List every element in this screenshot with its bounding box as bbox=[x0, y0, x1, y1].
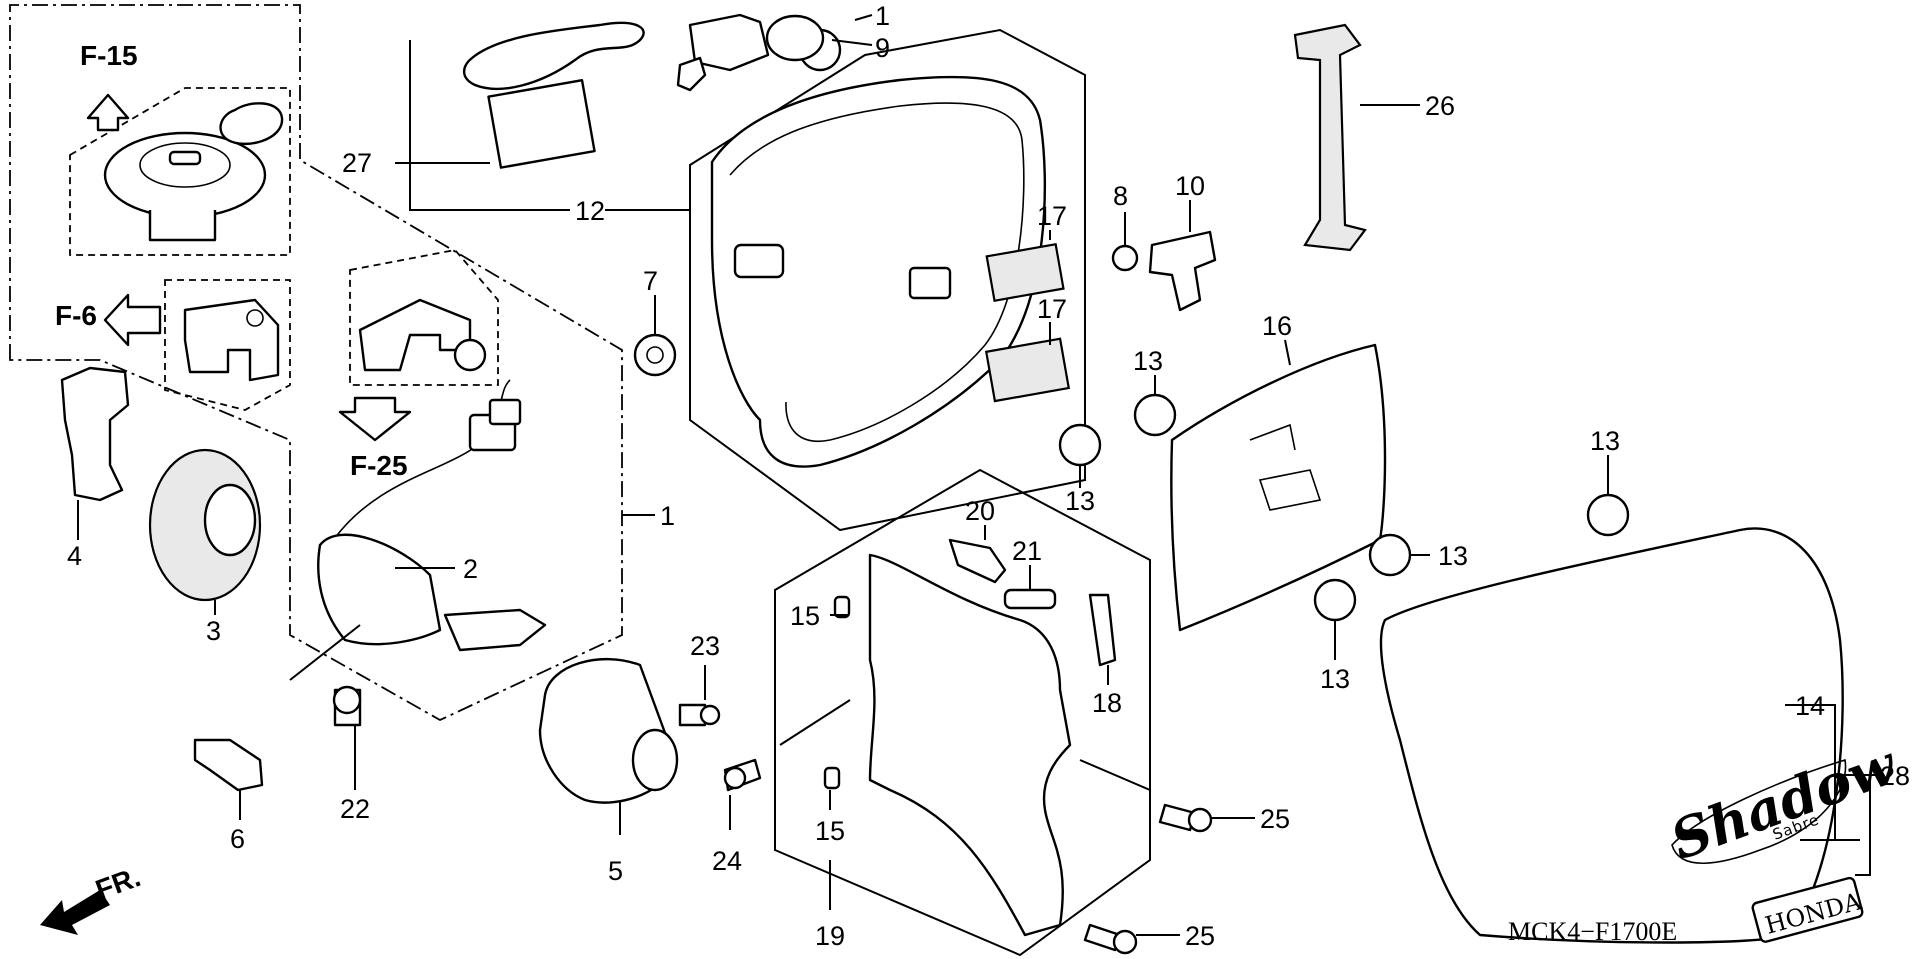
bolt-part-24 bbox=[723, 758, 762, 792]
grommet-part-13a bbox=[1133, 393, 1177, 437]
grommet-part-13d bbox=[1368, 533, 1412, 577]
emblem-outline-shadow bbox=[1671, 758, 1847, 864]
callout-22: 22 bbox=[340, 794, 370, 824]
f25-detail-outline bbox=[349, 249, 499, 386]
leader-lines bbox=[77, 14, 1875, 936]
grommet-part-13e bbox=[1313, 578, 1357, 622]
cylinder-part-5 bbox=[538, 657, 679, 804]
switch-cover-illustration bbox=[183, 298, 280, 382]
callout-13e: 13 bbox=[1320, 664, 1350, 694]
callout-7: 7 bbox=[643, 266, 658, 296]
bracket-part-20 bbox=[948, 538, 1007, 584]
tray-part-19 bbox=[868, 553, 1072, 937]
sheet-part-16 bbox=[1170, 343, 1387, 632]
bolt-part-23 bbox=[678, 703, 721, 727]
side-cover-part-14 bbox=[1379, 527, 1844, 944]
callout-1-mid: 1 bbox=[660, 501, 675, 531]
rotor-part-3 bbox=[148, 448, 262, 602]
callout-27: 27 bbox=[342, 148, 372, 178]
bolt-part-22 bbox=[332, 685, 362, 727]
arrow-up-icon bbox=[86, 93, 130, 132]
arrow-left-icon bbox=[103, 293, 162, 347]
switch-assembly-part-2 bbox=[317, 379, 547, 652]
ref-f25-label: F-25 bbox=[350, 450, 408, 481]
callout-25b: 25 bbox=[1185, 921, 1215, 951]
battery-tray-box-outline bbox=[774, 468, 1151, 957]
callout-8: 8 bbox=[1113, 181, 1128, 211]
clip-part-15a bbox=[833, 595, 851, 619]
callout-19: 19 bbox=[815, 921, 845, 951]
arrow-down-icon bbox=[338, 396, 412, 442]
callout-9: 9 bbox=[875, 33, 890, 63]
clip-part-10 bbox=[1148, 230, 1217, 312]
nut-part-8 bbox=[1111, 244, 1139, 272]
band-part-21 bbox=[1003, 588, 1057, 610]
pad-part-17b bbox=[984, 337, 1071, 403]
front-direction-label: FR. bbox=[91, 861, 144, 906]
callout-28: 28 bbox=[1880, 761, 1910, 791]
callout-26: 26 bbox=[1425, 91, 1455, 121]
callout-16: 16 bbox=[1262, 311, 1292, 341]
callout-15b: 15 bbox=[815, 816, 845, 846]
grommet-mount-b bbox=[908, 266, 952, 300]
callout-21: 21 bbox=[1012, 536, 1042, 566]
callout-6: 6 bbox=[230, 824, 245, 854]
callout-3: 3 bbox=[206, 616, 221, 646]
grommet-part-13c bbox=[1586, 493, 1630, 537]
key-part-6 bbox=[193, 738, 264, 792]
callout-13c: 13 bbox=[1590, 426, 1620, 456]
callout-24: 24 bbox=[712, 846, 742, 876]
grommet-mount-a bbox=[733, 243, 785, 279]
ref-f6-label: F-6 bbox=[55, 300, 97, 331]
front-direction-arrow-icon bbox=[40, 890, 110, 935]
callout-23: 23 bbox=[690, 631, 720, 661]
callout-numbers: 1 9 26 27 12 17 17 8 10 7 16 13 13 13 13… bbox=[67, 1, 1910, 951]
side-cover-inner-rim bbox=[729, 102, 1025, 442]
seal-strip-part-26 bbox=[1293, 23, 1367, 252]
callout-14: 14 bbox=[1795, 691, 1825, 721]
grommet-part-13b bbox=[1058, 423, 1102, 467]
callout-17b: 17 bbox=[1037, 294, 1067, 324]
emblem-part-illustration bbox=[462, 21, 645, 91]
honda-badge-outline bbox=[1751, 876, 1864, 943]
pad-part-17a bbox=[985, 242, 1065, 303]
callout-4: 4 bbox=[67, 541, 82, 571]
clip-part-15b bbox=[823, 766, 841, 790]
side-cover-box-outline bbox=[689, 28, 1086, 532]
strap-part-18 bbox=[1088, 593, 1117, 667]
callout-17a: 17 bbox=[1037, 201, 1067, 231]
callout-13a: 13 bbox=[1133, 346, 1163, 376]
lock-bracket-illustration bbox=[358, 298, 487, 372]
callout-15a: 15 bbox=[790, 601, 820, 631]
f6-detail-outline bbox=[164, 279, 291, 411]
ref-f15-label: F-15 bbox=[80, 40, 138, 71]
fuel-cap-illustration bbox=[103, 102, 284, 242]
callout-2: 2 bbox=[463, 554, 478, 584]
plate-part-4 bbox=[60, 366, 130, 502]
callout-5: 5 bbox=[608, 856, 623, 886]
callout-1-top: 1 bbox=[875, 1, 890, 31]
key-cylinder-part-9 bbox=[676, 13, 842, 92]
callout-20: 20 bbox=[965, 496, 995, 526]
callout-18: 18 bbox=[1092, 688, 1122, 718]
bolt-part-25a bbox=[1158, 803, 1213, 833]
ignition-switch-group-outline bbox=[9, 4, 623, 722]
callout-25a: 25 bbox=[1260, 804, 1290, 834]
callout-10: 10 bbox=[1175, 171, 1205, 201]
diagram-code: MCK4−F1700E bbox=[1508, 917, 1677, 946]
callout-13b: 13 bbox=[1065, 486, 1095, 516]
callout-12: 12 bbox=[575, 196, 605, 226]
bolt-part-25b bbox=[1083, 923, 1138, 955]
callout-13d: 13 bbox=[1438, 541, 1468, 571]
sticker-part-27 bbox=[487, 79, 596, 169]
grommet-part-7 bbox=[633, 333, 677, 377]
f15-detail-outline bbox=[69, 87, 291, 256]
